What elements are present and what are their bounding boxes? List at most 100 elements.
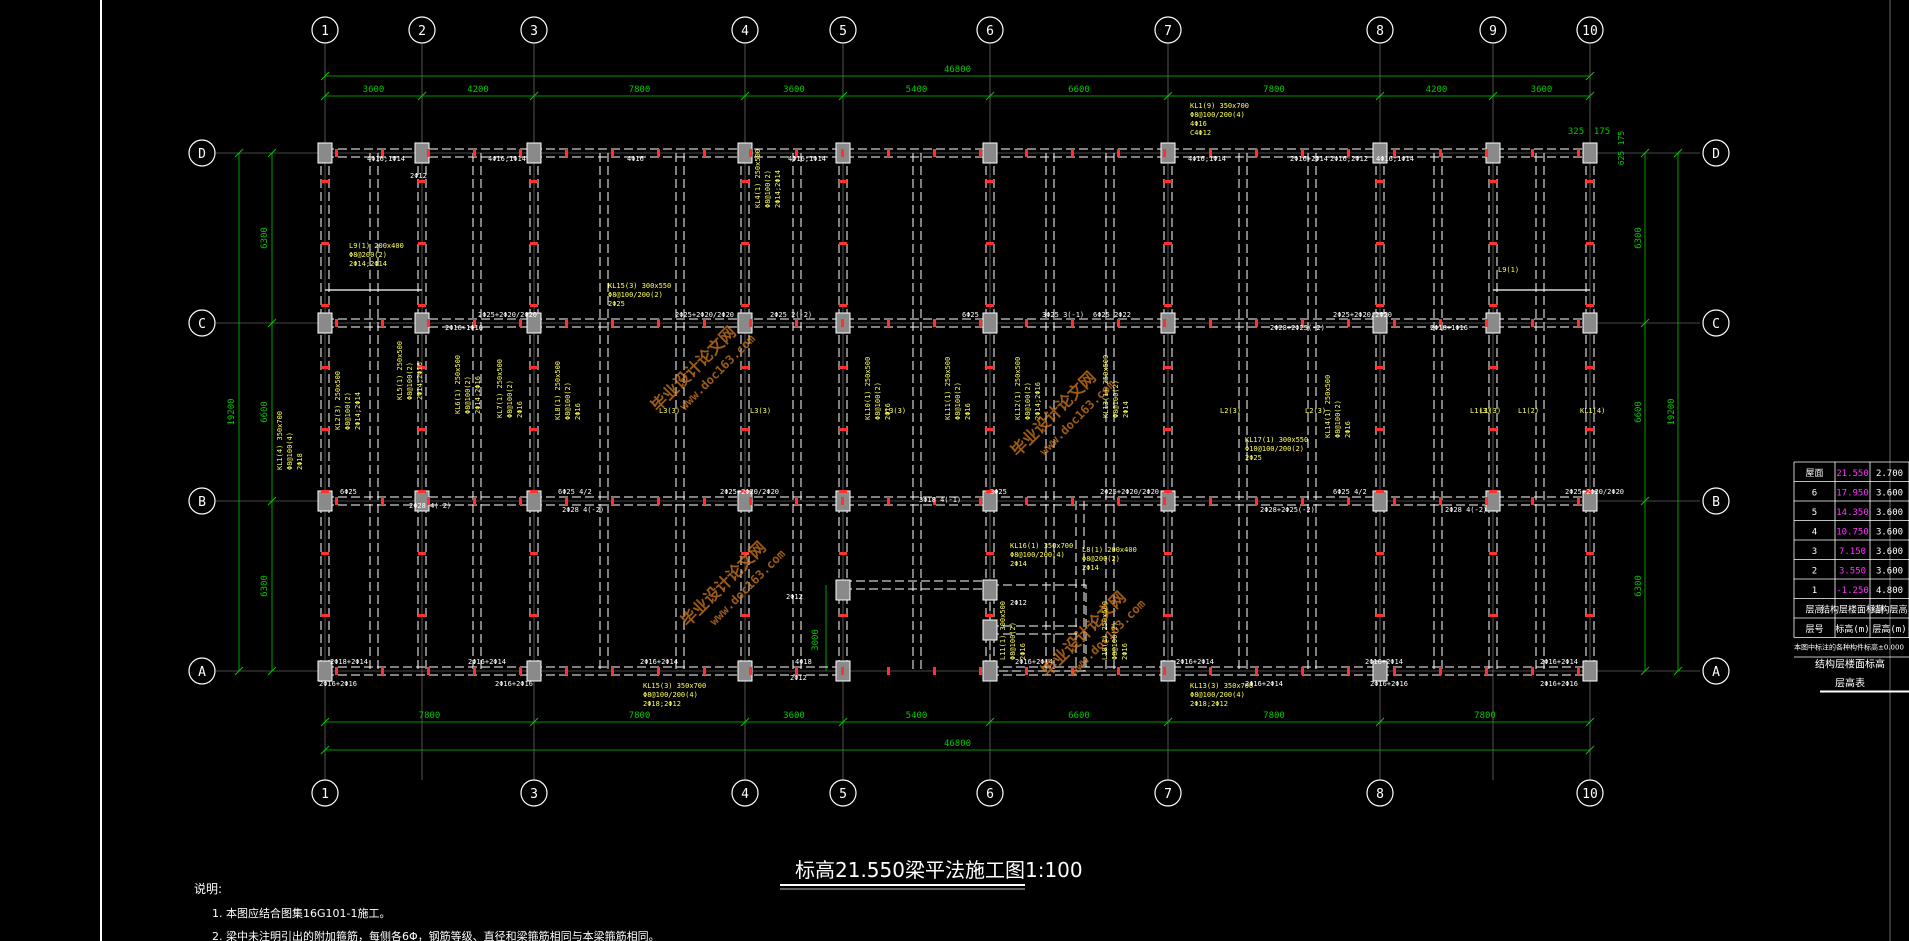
floor-table-cell: 3.600: [1876, 528, 1903, 538]
beam-label: 2Φ14: [1122, 401, 1130, 418]
rebar-mark: [1489, 180, 1497, 183]
rebar-mark: [1586, 490, 1594, 493]
rebar-mark: [841, 497, 844, 505]
rebar-mark: [1376, 428, 1384, 431]
beam-label: KL1(4): [1580, 407, 1605, 415]
rebar-mark: [1117, 667, 1120, 675]
dim-tick: [1585, 717, 1595, 727]
dim-tick: [1375, 91, 1385, 101]
dim-bottom-span: 7800: [629, 711, 651, 721]
rebar-mark: [839, 614, 847, 617]
beam-note: 2Φ16+2Φ14: [1176, 658, 1214, 666]
axis-circle: [976, 779, 1004, 807]
rebar-mark: [1586, 304, 1594, 307]
rebar-mark: [321, 366, 329, 369]
floor-table-caption: 结构层楼面标高: [1815, 658, 1885, 671]
beam-note: 6Φ25 4/2: [1333, 488, 1367, 496]
rebar-mark: [703, 319, 706, 327]
beam-label: 2Φ16: [884, 403, 892, 420]
rebar-mark: [1163, 667, 1166, 675]
rebar-mark: [381, 319, 384, 327]
beam-label: L1(2): [1518, 407, 1539, 415]
beam-note: 2Φ25+2Φ20/2Φ20: [1100, 488, 1159, 496]
dim-left-span: 6600: [260, 401, 270, 423]
beam-label: Φ8@100(2): [1334, 400, 1342, 438]
notes-line-2: 2. 梁中未注明引出的附加箍筋，每侧各6Φ，钢筋等级、直径和梁箍筋相同与本梁箍筋…: [212, 929, 660, 941]
beam-label: 2Φ16: [1344, 421, 1352, 438]
dim-top-span: 3600: [783, 85, 805, 95]
beam-label: Φ8@100(2): [464, 376, 472, 414]
beam-label: L3(3): [885, 407, 906, 415]
rebar-mark: [1301, 319, 1304, 327]
dim-tick: [1488, 91, 1498, 101]
rebar-mark: [519, 667, 522, 675]
axis-label: 7: [1164, 24, 1172, 39]
rebar-mark: [473, 319, 476, 327]
rebar-mark: [1586, 242, 1594, 245]
rebar-mark: [749, 497, 752, 505]
rebar-mark: [1489, 304, 1497, 307]
rebar-mark: [1485, 149, 1488, 157]
dim-right-span: 6300: [1634, 227, 1644, 249]
rebar-mark: [1301, 149, 1304, 157]
rebar-mark: [839, 552, 847, 555]
rebar-mark: [427, 667, 430, 675]
column: [982, 660, 998, 682]
rebar-mark: [1531, 497, 1534, 505]
dim-tick: [320, 71, 330, 81]
beam-label: 2Φ18;2Φ12: [643, 700, 681, 708]
axis-circle: [311, 16, 339, 44]
beam-label: KL6(1) 250x500: [454, 355, 462, 414]
axis-label: 8: [1376, 787, 1384, 802]
beam-label: L9(1): [1498, 266, 1519, 274]
column: [982, 142, 998, 164]
rebar-mark: [1071, 497, 1074, 505]
rebar-mark: [1586, 366, 1594, 369]
beam-label: KL4(1) 250x500: [754, 149, 762, 208]
axis-bubble-top: 5: [829, 16, 857, 44]
beam-note: 2Φ16+2Φ16: [1370, 680, 1408, 688]
axis-label: 9: [1489, 24, 1497, 39]
beam-label: 2Φ14;2Φ14: [349, 260, 387, 268]
axis-label: 8: [1376, 24, 1384, 39]
rebar-mark: [839, 304, 847, 307]
rebar-mark: [1489, 428, 1497, 431]
axis-bubble-top: 9: [1479, 16, 1507, 44]
beam-label: KL10(1) 250x500: [864, 357, 872, 420]
column: [526, 490, 542, 512]
rebar-mark: [986, 366, 994, 369]
dim-corner: 625: [1617, 151, 1626, 166]
dim-tick: [1163, 91, 1173, 101]
rebar-mark: [473, 497, 476, 505]
rebar-mark: [1439, 319, 1442, 327]
dim-top-span: 7800: [1263, 85, 1285, 95]
beam-note: 4Φ16;1Φ14: [1376, 155, 1414, 163]
beam-label: 4Φ16: [1190, 120, 1207, 128]
axis-bubble-bottom: 3: [520, 779, 548, 807]
axis-label: 10: [1582, 787, 1598, 802]
rebar-mark: [986, 428, 994, 431]
rebar-mark: [1164, 180, 1172, 183]
floor-table-cell: 6: [1812, 489, 1817, 499]
floor-table-cell: 结构层楼面标高: [1821, 604, 1884, 616]
beam-label: L2(3): [1220, 407, 1241, 415]
dim-left-span: 6300: [260, 227, 270, 249]
rebar-mark: [335, 667, 338, 675]
axis-circle: [976, 16, 1004, 44]
axis-label: 6: [986, 787, 994, 802]
rebar-mark: [1209, 667, 1212, 675]
rebar-mark: [839, 490, 847, 493]
rebar-mark: [1376, 242, 1384, 245]
rebar-mark: [519, 497, 522, 505]
rebar-mark: [657, 497, 660, 505]
floor-table-cell: 层号: [1805, 624, 1823, 635]
rebar-mark: [1489, 366, 1497, 369]
rebar-mark: [1586, 552, 1594, 555]
dim-bottom-total: 46800: [944, 739, 971, 749]
beam-label: Φ8@100(2): [506, 380, 514, 418]
beam-label: 2Φ16: [964, 403, 972, 420]
column: [1582, 660, 1598, 682]
dim-corner: 175: [1617, 131, 1626, 146]
rebar-mark: [1209, 497, 1212, 505]
